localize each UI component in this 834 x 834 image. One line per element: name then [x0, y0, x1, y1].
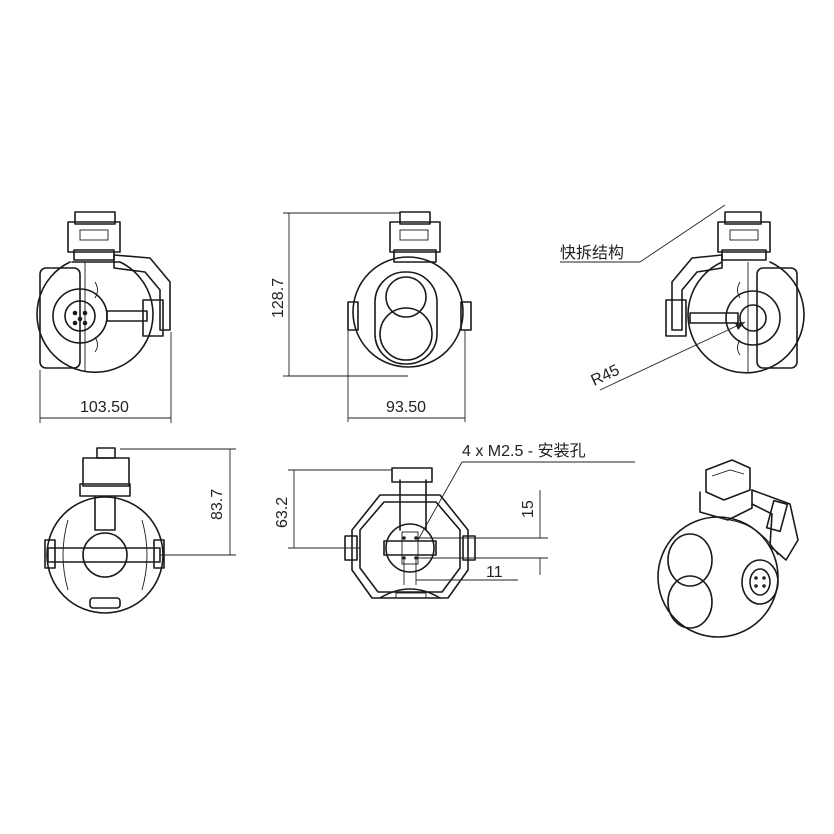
dim-bottom-height: 83.7	[209, 489, 226, 520]
side-view-left	[36, 211, 172, 423]
bottom-view	[44, 447, 236, 614]
mount-view	[288, 461, 635, 599]
annotation-quick-release: 快拆结构	[560, 244, 624, 262]
annotation-mount-holes: 4 x M2.5 - 安装孔	[462, 442, 586, 460]
dim-hole-offset-v: 15	[520, 500, 537, 518]
side-view-right	[560, 204, 805, 391]
dim-side-width: 103.50	[80, 399, 129, 416]
dim-hole-offset-h: 11	[486, 564, 503, 581]
dim-front-height: 128.7	[270, 278, 287, 318]
dim-radius: R45	[589, 362, 623, 390]
dim-mount-height: 63.2	[274, 497, 291, 528]
front-view	[283, 211, 472, 422]
iso-view	[657, 459, 799, 638]
dim-front-width: 93.50	[386, 399, 426, 416]
